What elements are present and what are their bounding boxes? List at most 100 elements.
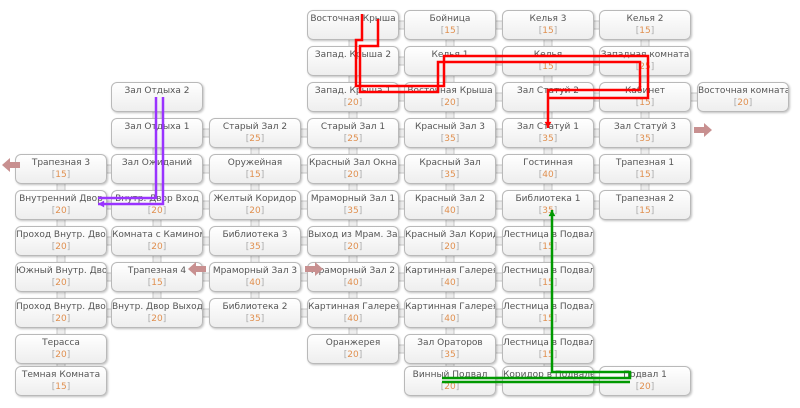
room-prokhod-vnutr-dvora[interactable]: Проход Внутр. Двора[20] [15, 226, 107, 256]
room-vostochnaya-komnata[interactable]: Восточная комната[20] [697, 82, 789, 112]
room-zal-otdykha-1[interactable]: Зал Отдыха 1 [111, 118, 203, 148]
room-zal-statuy-2[interactable]: Зал Статуй 2 [502, 82, 594, 112]
room-lestnitsa-v-podval-1[interactable]: Лестница в Подвал 1[15] [502, 226, 594, 256]
room-name: Красный Зал Коридор [405, 230, 495, 240]
room-podval-1[interactable]: Подвал 1[20] [599, 366, 691, 396]
room-krasny-zal-okna[interactable]: Красный Зал Окна[20] [307, 154, 399, 184]
exit-arrow-west-2-icon[interactable] [188, 262, 206, 276]
room-name: Комната с Камином [112, 230, 202, 240]
room-mramorny-zal-2[interactable]: Мраморный Зал 2[40] [307, 262, 399, 292]
room-stary-zal-2[interactable]: Старый Зал 2[25] [209, 118, 301, 148]
room-terrasa[interactable]: Терасса[20] [15, 334, 107, 364]
room-level-value: 15 [542, 314, 554, 324]
room-yuzhny-vnutr-dvor[interactable]: Южный Внутр. Двор[20] [15, 262, 107, 292]
room-level: [35] [245, 314, 265, 324]
exit-arrow-east-2-icon[interactable] [305, 262, 323, 276]
room-lestnitsa-v-podval-4[interactable]: Лестница в Подвал 4[15] [502, 334, 594, 364]
exit-arrow-west-icon[interactable] [2, 158, 20, 172]
room-stary-zal-1[interactable]: Старый Зал 1[25] [307, 118, 399, 148]
room-vykhod-iz-mram-zala[interactable]: Выход из Мрам. Зала[20] [307, 226, 399, 256]
exit-arrow-east-icon[interactable] [694, 123, 712, 137]
room-mramorny-zal-1[interactable]: Мраморный Зал 1[35] [307, 190, 399, 220]
room-prokhod-vnutr-dvora-2[interactable]: Проход Внутр. Двора 2 [20] [15, 298, 107, 328]
room-level-value: 20 [151, 242, 163, 252]
room-level: [15] [538, 62, 558, 72]
room-level: [25] [245, 134, 265, 144]
room-level-value: 20 [444, 242, 456, 252]
room-vnutrenny-dvor[interactable]: Внутренний Двор[20] [15, 190, 107, 220]
room-lestnitsa-v-podval-2[interactable]: Лестница в Подвал 2 [15] [502, 262, 594, 292]
room-level: [20] [147, 314, 167, 324]
room-kabinet[interactable]: Кабинет[15] [599, 82, 691, 112]
room-trapeznaya-4[interactable]: Трапезная 4[15] [111, 262, 203, 292]
room-level-value: 20 [249, 206, 261, 216]
room-level-value: 40 [542, 170, 554, 180]
room-krasny-zal-koridor[interactable]: Красный Зал Коридор[20] [404, 226, 496, 256]
room-zal-statuy-3[interactable]: Зал Статуй 3[35] [599, 118, 691, 148]
room-zal-otdykha-2[interactable]: Зал Отдыха 2 [111, 82, 203, 112]
room-name: Запад. Крыша 1 [314, 86, 392, 96]
room-level-value: 15 [639, 170, 651, 180]
room-name: Лестница в Подвал 2 [503, 266, 593, 276]
room-kelya-2[interactable]: Келья 2[15] [599, 10, 691, 40]
room-level: [15] [538, 278, 558, 288]
room-koridor-v-podvale[interactable]: Коридор в Подвале [502, 366, 594, 396]
room-kelya[interactable]: Келья[15] [502, 46, 594, 76]
room-level: [20] [51, 314, 71, 324]
room-name: Картинная Галерея 3 [308, 302, 398, 312]
room-level: [40] [538, 170, 558, 180]
room-name: Южный Внутр. Двор [16, 266, 106, 276]
room-krasny-zal[interactable]: Красный Зал[35] [404, 154, 496, 184]
room-biblioteka-2[interactable]: Библиотека 2[35] [209, 298, 301, 328]
room-kartinnaya-galereya-1[interactable]: Картинная Галерея 1[40] [404, 262, 496, 292]
room-zal-statuy-1[interactable]: Зал Статуй 1[35] [502, 118, 594, 148]
room-oranzhereya[interactable]: Оранжерея[20] [307, 334, 399, 364]
room-zapadnaya-komnata[interactable]: Западная комната[25] [599, 46, 691, 76]
room-krasny-zal-3[interactable]: Красный Зал 3[35] [404, 118, 496, 148]
room-level-value: 20 [347, 242, 359, 252]
room-name: Красный Зал 3 [415, 122, 485, 132]
room-trapeznaya-1[interactable]: Трапезная 1[15] [599, 154, 691, 184]
room-level-value: 35 [542, 206, 554, 216]
room-kelya-1[interactable]: Келья 1 [404, 46, 496, 76]
room-level-value: 40 [444, 314, 456, 324]
room-lestnitsa-v-podval-3[interactable]: Лестница в Подвал 3[15] [502, 298, 594, 328]
room-vinny-podval[interactable]: Винный Подвал[20] [404, 366, 496, 396]
room-biblioteka-3[interactable]: Библиотека 3[35] [209, 226, 301, 256]
room-vnutr-dvor-vkhod[interactable]: Внутр. Двор Вход[20] [111, 190, 203, 220]
room-level-value: 20 [55, 350, 67, 360]
room-name: Трапезная 4 [127, 266, 187, 276]
room-vnutr-dvor-vykhod[interactable]: Внутр. Двор Выход[20] [111, 298, 203, 328]
room-level: [15] [538, 26, 558, 36]
room-vostochnaya-krysha[interactable]: Восточная Крыша [307, 10, 399, 40]
room-level: [20] [343, 350, 363, 360]
room-name: Терасса [42, 338, 80, 348]
room-temnaya-komnata[interactable]: Темная Комната[15] [15, 366, 107, 396]
room-zal-ozhidaniy[interactable]: Зал Ожиданий [111, 154, 203, 184]
room-oruzheynaya[interactable]: Оружейная[15] [209, 154, 301, 184]
room-zhelty-koridor[interactable]: Желтый Коридор[20] [209, 190, 301, 220]
room-trapeznaya-3[interactable]: Трапезная 3[15] [15, 154, 107, 184]
room-zapad-krysha-2[interactable]: Запад. Крыша 2 [307, 46, 399, 76]
room-mramorny-zal-3[interactable]: Мраморный Зал 3[40] [209, 262, 301, 292]
room-boynitsa[interactable]: Бойница[15] [404, 10, 496, 40]
room-level-value: 35 [444, 170, 456, 180]
room-zapad-krysha-1[interactable]: Запад. Крыша 1[20] [307, 82, 399, 112]
room-level-value: 15 [542, 242, 554, 252]
room-level: [40] [343, 278, 363, 288]
room-level: [20] [440, 98, 460, 108]
room-kelya-3[interactable]: Келья 3[15] [502, 10, 594, 40]
room-krasny-zal-2[interactable]: Красный Зал 2[40] [404, 190, 496, 220]
room-gostinnaya[interactable]: Гостинная[40] [502, 154, 594, 184]
room-biblioteka-1[interactable]: Библиотека 1[35] [502, 190, 594, 220]
room-vostochnaya-krysha-2[interactable]: Восточная Крыша[20] [404, 82, 496, 112]
room-level-value: 20 [639, 382, 651, 392]
room-kartinnaya-galereya-2[interactable]: Картинная Галерея 2[40] [404, 298, 496, 328]
room-name: Проход Внутр. Двора 2 [16, 302, 106, 312]
room-name: Восточная Крыша [310, 14, 396, 24]
room-zal-oratorov[interactable]: Зал Ораторов[35] [404, 334, 496, 364]
room-kartinnaya-galereya-3[interactable]: Картинная Галерея 3[40] [307, 298, 399, 328]
room-trapeznaya-2[interactable]: Трапезная 2[15] [599, 190, 691, 220]
room-level: [20] [51, 206, 71, 216]
room-komnata-s-kaminom[interactable]: Комната с Камином[20] [111, 226, 203, 256]
